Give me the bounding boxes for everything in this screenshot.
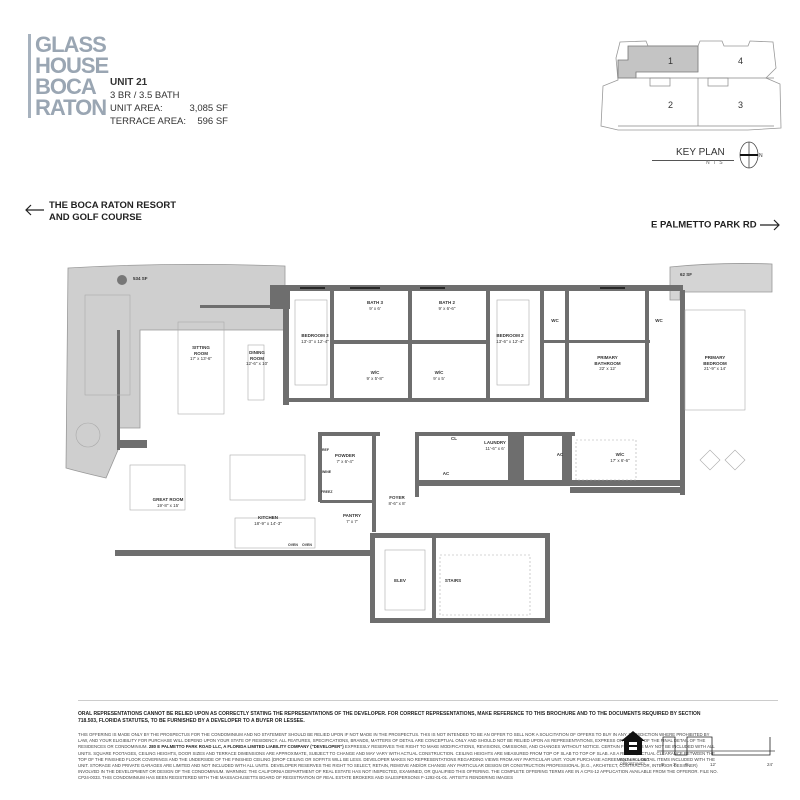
terrace-left-area: 534 SF bbox=[133, 276, 148, 281]
key-unit-1: 1 bbox=[668, 56, 673, 66]
room-label-ac-2: AC bbox=[556, 452, 564, 457]
equal-housing-icon bbox=[621, 731, 645, 755]
appliance-wine: WINE bbox=[322, 470, 332, 474]
appliance-freezer: FREEZ bbox=[321, 490, 333, 494]
scale-bar: 0' 3' 6' 12' 24' bbox=[657, 736, 775, 767]
key-unit-2: 2 bbox=[668, 100, 673, 110]
room-label-wc-2: WC bbox=[655, 318, 663, 323]
direction-right: E PALMETTO PARK RD bbox=[651, 219, 781, 232]
arrow-left-icon bbox=[25, 204, 44, 216]
direction-left-line2: AND GOLF COURSE bbox=[49, 212, 142, 223]
key-plan-underline bbox=[652, 160, 734, 161]
svg-text:6': 6' bbox=[685, 762, 689, 767]
terrace-right-area: 62 SF bbox=[680, 272, 693, 277]
svg-text:0': 0' bbox=[661, 762, 665, 767]
brand-line: GLASS bbox=[35, 32, 107, 57]
direction-left: THE BOCA RATON RESORT AND GOLF COURSE bbox=[24, 200, 204, 224]
arrow-right-icon bbox=[760, 219, 781, 231]
divider bbox=[78, 700, 778, 701]
unit-title: UNIT 21 bbox=[110, 77, 148, 88]
svg-text:N: N bbox=[759, 153, 763, 159]
north-arrow-icon: N bbox=[739, 141, 763, 169]
appliance-ref: REF bbox=[322, 448, 329, 452]
key-unit-4: 4 bbox=[738, 56, 743, 66]
terrace-right bbox=[669, 263, 773, 301]
room-label-stairs: STAIRS bbox=[444, 578, 462, 583]
disclaimer-bold: ORAL REPRESENTATIONS CANNOT BE RELIED UP… bbox=[78, 711, 701, 724]
key-plan-label: KEY PLAN bbox=[676, 147, 725, 158]
brand-logo: GLASS HOUSE BOCA RATON bbox=[28, 32, 115, 120]
key-unit-3: 3 bbox=[738, 100, 743, 110]
disclaimer-body: THIS OFFERING IS MADE ONLY BY THE PROSPE… bbox=[78, 732, 718, 781]
unit-area-value: 3,085 SF bbox=[189, 103, 228, 114]
direction-right-label: E PALMETTO PARK RD bbox=[651, 219, 757, 231]
unit-area-label: UNIT AREA: bbox=[110, 103, 163, 114]
unit-info: UNIT 21 3 BR / 3.5 BATH UNIT AREA: 3,085 … bbox=[110, 76, 228, 128]
direction-left-line1: THE BOCA RATON RESORT bbox=[49, 200, 177, 211]
svg-text:12': 12' bbox=[710, 762, 716, 767]
svg-text:3': 3' bbox=[673, 762, 677, 767]
terrace-left bbox=[65, 264, 286, 479]
room-label-elevator: ELEV bbox=[394, 578, 406, 583]
floor-plan bbox=[65, 263, 773, 623]
unit-beds-baths: 3 BR / 3.5 BATH bbox=[110, 90, 180, 101]
appliance-oven-1: OVEN bbox=[288, 543, 298, 547]
room-label-ac-1: AC bbox=[442, 471, 450, 476]
room-label-closet: CL bbox=[451, 436, 457, 441]
brand-line: HOUSE bbox=[35, 53, 109, 78]
brand-line: BOCA bbox=[35, 74, 97, 99]
terrace-area-label: TERRACE AREA: bbox=[110, 116, 187, 127]
key-plan-diagram: 1 4 2 3 bbox=[600, 40, 782, 131]
terrace-area-value: 596 SF bbox=[197, 116, 228, 127]
brand-line: RATON bbox=[35, 95, 107, 120]
key-plan-nts: N T S bbox=[706, 160, 724, 166]
svg-text:24': 24' bbox=[767, 762, 773, 767]
appliance-oven-2: OVEN bbox=[302, 543, 312, 547]
room-label-wc-1: WC bbox=[551, 318, 559, 323]
